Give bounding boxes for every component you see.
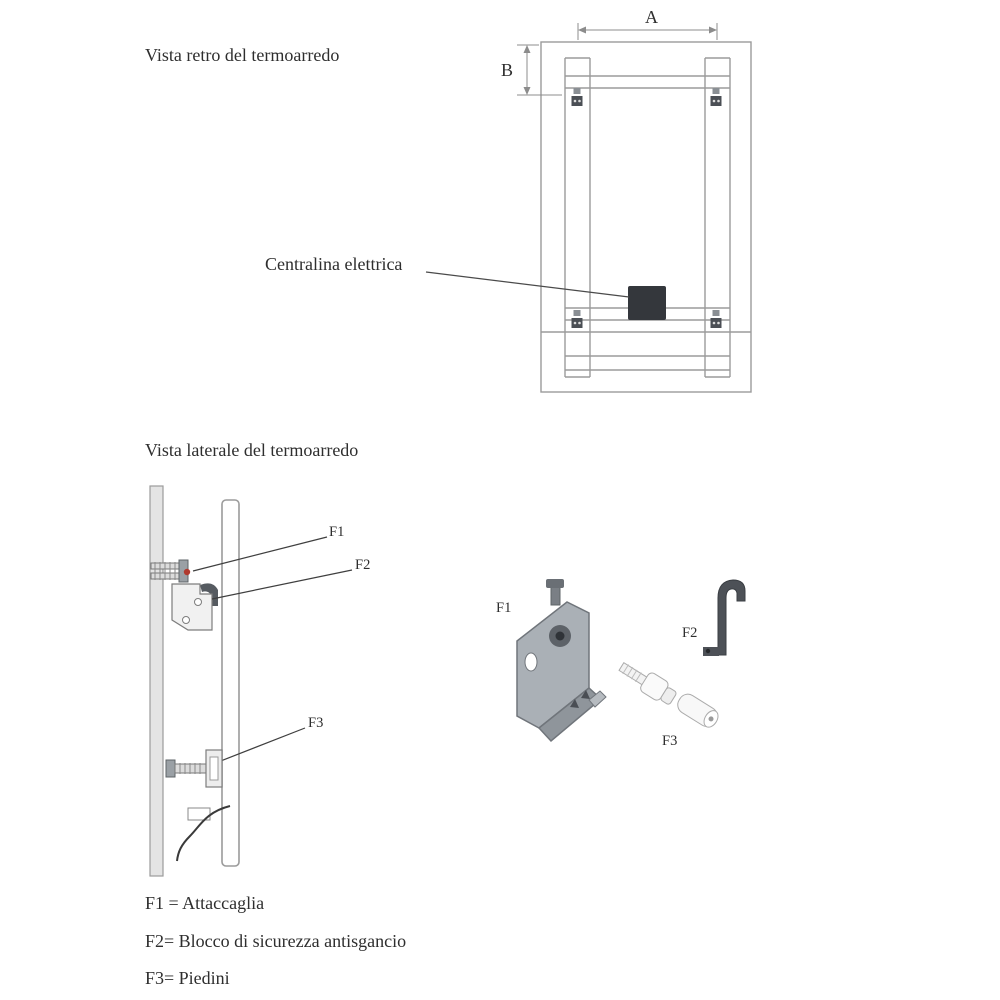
part-label-f2: F2	[682, 625, 698, 641]
radiator-panel-side	[221, 499, 240, 867]
control-unit-box	[628, 286, 666, 320]
red-screw-head	[183, 568, 191, 576]
control-unit-label: Centralina elettrica	[265, 254, 403, 274]
legend-f2: F2= Blocco di sicurezza antisgancio	[145, 931, 407, 951]
bracket-side	[171, 583, 213, 631]
wall-section	[149, 485, 164, 877]
part-f1-render	[516, 579, 607, 743]
dimension-a-label: A	[645, 7, 658, 27]
upper-mount-detail	[150, 559, 218, 631]
rear-view-drawing	[425, 23, 752, 393]
legend-f1: F1 = Attaccaglia	[145, 893, 265, 913]
dimension-a-arrows	[578, 26, 717, 34]
f3-leader-line	[212, 727, 306, 765]
part-label-f1: F1	[496, 600, 512, 616]
dimension-b-arrows	[523, 45, 531, 95]
part-f2-render	[703, 579, 746, 656]
side-view-title: Vista laterale del termoarredo	[145, 440, 359, 460]
side-view-drawing	[149, 485, 353, 877]
part-f3-render	[618, 662, 719, 728]
part-renders	[516, 579, 746, 743]
rear-view-title: Vista retro del termoarredo	[145, 45, 340, 65]
part-label-f3: F3	[662, 733, 678, 749]
side-callout-f3: F3	[308, 715, 324, 731]
f2-leader-line	[211, 569, 353, 600]
f1-leader-line	[192, 536, 328, 572]
safety-hook-side	[200, 583, 218, 606]
control-unit-leader-line	[425, 271, 630, 298]
dimension-b-label: B	[501, 60, 514, 80]
dimension-a-lines	[577, 23, 718, 40]
dimension-b-lines	[517, 44, 562, 96]
side-callout-f1: F1	[329, 524, 345, 540]
power-cable	[176, 805, 231, 862]
legend-f3: F3= Piedini	[145, 968, 230, 988]
foot-detail	[165, 749, 223, 788]
side-callout-f2: F2	[355, 557, 371, 573]
